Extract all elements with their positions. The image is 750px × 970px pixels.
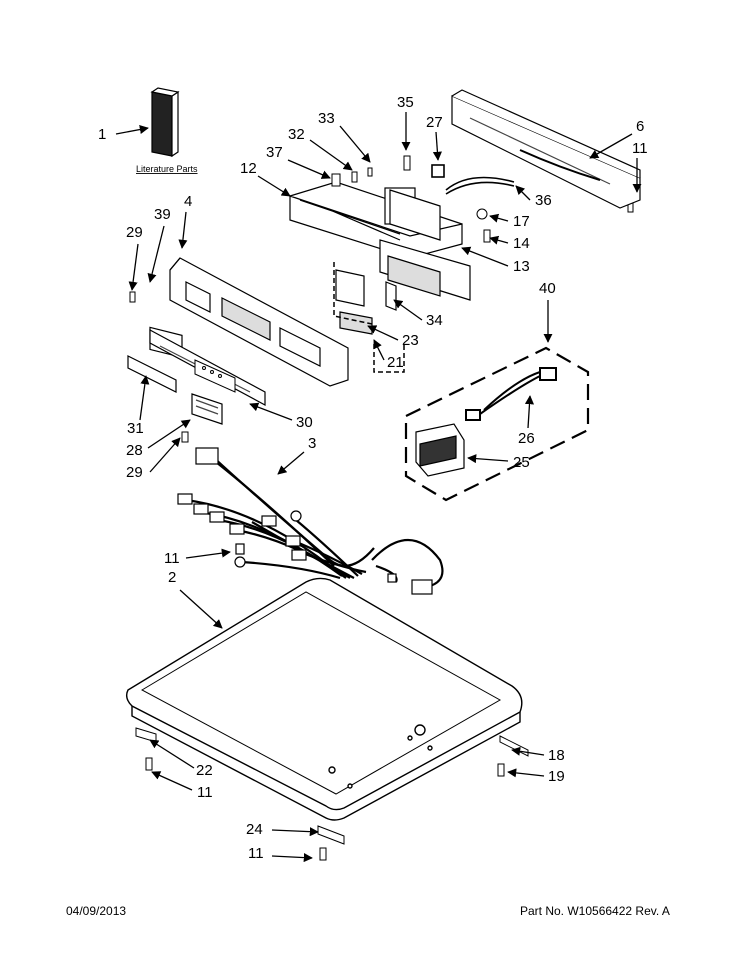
callout-6: 6 (636, 118, 644, 135)
callout-4: 4 (184, 193, 192, 210)
relay-parts (335, 269, 397, 335)
callout-14: 14 (513, 235, 530, 252)
callout-30: 30 (296, 414, 313, 431)
callout-25: 25 (513, 454, 530, 471)
button-panel (194, 359, 236, 393)
leader-arrows (115, 112, 642, 863)
callout-36: 36 (535, 192, 552, 209)
callout-22: 22 (196, 762, 213, 779)
harness-36 (431, 164, 515, 195)
callout-29b: 29 (126, 464, 143, 481)
callout-35: 35 (397, 94, 414, 111)
callout-11d: 11 (248, 845, 264, 862)
literature-parts-label: Literature Parts (136, 164, 198, 174)
callout-23: 23 (402, 332, 419, 349)
footer-date: 04/09/2013 (66, 904, 127, 918)
control-panel-bracket (289, 181, 471, 301)
callout-29a: 29 (126, 224, 143, 241)
literature-parts-booklet (150, 87, 180, 158)
user-interface-module-28 (191, 393, 223, 425)
callout-12: 12 (240, 160, 257, 177)
callout-17: 17 (513, 213, 530, 230)
wire-harness-3 (185, 455, 444, 588)
callout-40: 40 (539, 280, 556, 297)
callout-24: 24 (246, 821, 263, 838)
callout-39: 39 (154, 206, 171, 223)
screw-29b (181, 431, 189, 443)
console-panel (169, 257, 349, 387)
callout-labels: 1 2 3 4 6 11 11 11 11 12 13 14 17 18 19 … (98, 94, 648, 862)
dryer-top (125, 577, 523, 821)
callout-27: 27 (426, 114, 443, 131)
callout-28: 28 (126, 442, 143, 459)
callout-26: 26 (518, 430, 535, 447)
callout-31: 31 (127, 420, 144, 437)
callout-21: 21 (387, 354, 404, 371)
callout-37: 37 (266, 144, 283, 161)
relay-21-bracket (373, 344, 405, 373)
harness-26 (465, 367, 557, 421)
callout-18: 18 (548, 747, 565, 764)
callout-33: 33 (318, 110, 335, 127)
callout-34: 34 (426, 312, 443, 329)
callout-11b: 11 (164, 550, 180, 567)
callout-1: 1 (98, 126, 106, 143)
knob-part-31 (127, 355, 177, 393)
callout-11a: 11 (632, 140, 648, 157)
harness-connectors (177, 447, 433, 595)
callout-2: 2 (168, 569, 176, 586)
rear-bracket (451, 89, 641, 209)
callout-3: 3 (308, 435, 316, 452)
kit-40-outline (404, 346, 590, 502)
relay-group-bracket (333, 262, 373, 325)
callout-32: 32 (288, 126, 305, 143)
control-25 (415, 423, 465, 477)
callout-11c: 11 (197, 784, 213, 801)
callout-19: 19 (548, 768, 565, 785)
footer-part-number: Part No. W10566422 Rev. A (520, 904, 670, 918)
callout-13: 13 (513, 258, 530, 275)
